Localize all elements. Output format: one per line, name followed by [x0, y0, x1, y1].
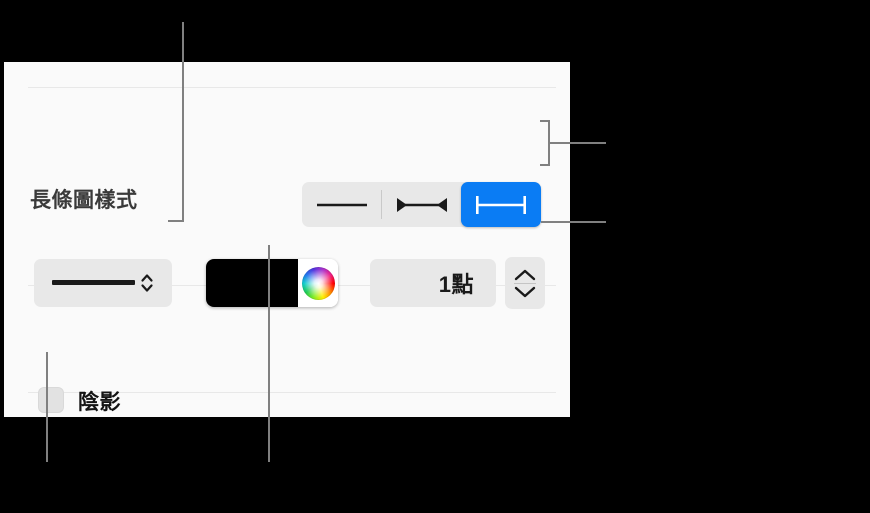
solid-line-preview-icon: [52, 280, 135, 285]
endpoint-style-segmented-control[interactable]: [302, 182, 542, 227]
chevron-down-icon[interactable]: [513, 285, 537, 299]
callout-line-style-vertical: [182, 22, 184, 222]
segment-arrow-endpoints[interactable]: [382, 182, 462, 227]
section-divider-bottom: [28, 392, 556, 393]
stroke-width-input[interactable]: 1點: [370, 259, 496, 307]
bar-endpoints-icon: [474, 194, 528, 216]
chevron-up-icon[interactable]: [513, 268, 537, 282]
callout-color-leader: [268, 245, 270, 462]
chevron-up-down-icon: [140, 271, 154, 295]
callout-shadow-leader: [46, 352, 48, 462]
shadow-label: 陰影: [78, 391, 121, 414]
color-wheel-icon: [301, 266, 335, 300]
arrow-endpoints-icon: [395, 195, 449, 215]
stroke-width-value: 1點: [438, 272, 474, 297]
callout-endpoints-bracket-top-arm: [540, 120, 550, 122]
callout-line-style-horizontal: [168, 220, 184, 222]
stroke-color-well[interactable]: [206, 259, 338, 307]
stepper-separator: [514, 282, 536, 284]
color-swatch[interactable]: [206, 259, 298, 307]
callout-endpoints-leader: [548, 142, 606, 144]
color-wheel-button[interactable]: [298, 259, 338, 307]
callout-stroke-width-leader: [541, 221, 606, 223]
segment-bar-endpoints[interactable]: [461, 182, 542, 227]
callout-endpoints-bracket-bottom-arm: [540, 164, 550, 166]
bar-style-inspector-panel: 長條圖樣式: [4, 62, 570, 417]
segment-separator: [381, 190, 382, 219]
shadow-checkbox[interactable]: [38, 387, 64, 413]
page-title: 長條圖樣式: [30, 189, 138, 212]
line-style-popup[interactable]: [34, 259, 172, 307]
section-divider-top: [28, 87, 556, 88]
stroke-width-stepper[interactable]: [505, 257, 545, 309]
segment-plain-line[interactable]: [302, 182, 382, 227]
plain-line-icon: [315, 198, 369, 212]
